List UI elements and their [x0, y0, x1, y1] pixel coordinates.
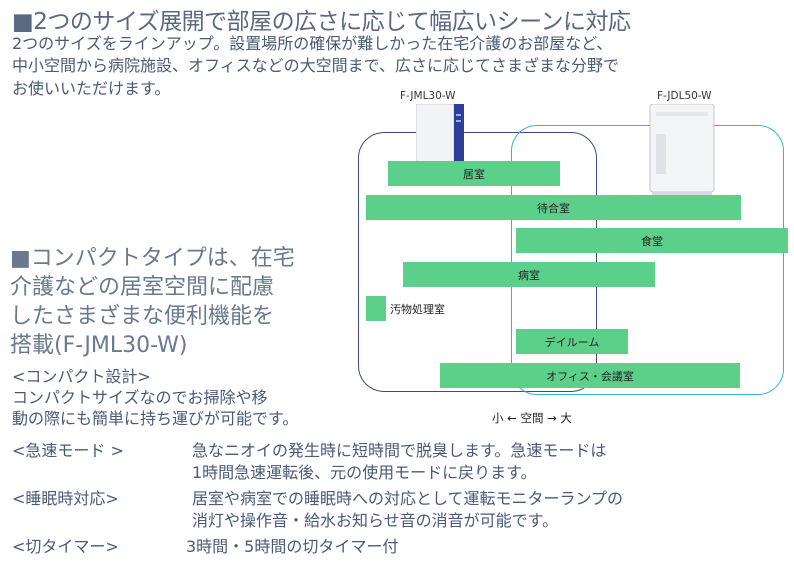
room-bar-cafeteria: 食堂	[516, 228, 788, 253]
room-bar-office-meeting: オフィス・会議室	[440, 363, 740, 388]
intro-line-2: 中小空間から病院施設、オフィスなどの大空間まで、広さに応じてさまざまな分野で	[12, 56, 620, 75]
product-image-large-unit	[648, 103, 718, 196]
feature-desc-sleep-mode-1: 居室や病室での睡眠時への対応として運転モニターランプの	[192, 489, 624, 508]
feature-label-off-timer: <切タイマー>	[12, 537, 119, 556]
space-scale-label: 小 ← 空間 → 大	[492, 411, 572, 425]
section2-heading-line-4: 搭載(F-JML30-W)	[10, 333, 188, 358]
feature-desc-sleep-mode-2: 消灯や操作音・給水お知らせ音の消音が可能です。	[192, 511, 559, 530]
feature-label-sleep-mode: <睡眠時対応>	[12, 489, 119, 508]
room-size-diagram: F-JML30-W F-JDL50-W 居室 待合室 食堂 病室 汚物処理室 デ…	[350, 90, 794, 430]
section2-heading-line-1: ■コンパクトタイプは、在宅	[10, 246, 295, 271]
product-image-small-unit	[415, 103, 466, 172]
feature-desc-rapid-mode-1: 急なニオイの発生時に短時間で脱臭します。急速モードは	[192, 441, 607, 460]
intro-line-1: 2つのサイズをラインアップ。設置場所の確保が難しかった在宅介護のお部屋など、	[12, 34, 613, 53]
intro-line-3: お使いいただけます。	[12, 79, 171, 98]
compact-line-1: コンパクトサイズなのでお掃除や移	[12, 388, 268, 407]
large-model-coverage-outline	[511, 125, 784, 395]
room-bar-living-room: 居室	[388, 161, 560, 186]
section2-heading-line-3: したさまざまな便利機能を	[10, 304, 275, 329]
room-bar-sanitary-room: 汚物処理室	[366, 296, 445, 321]
feature-label-rapid-mode: <急速モード >	[12, 441, 124, 460]
room-label-sanitary-room: 汚物処理室	[390, 302, 445, 316]
compact-title: <コンパクト設計>	[12, 367, 151, 386]
section1-heading: ■2つのサイズ展開で部屋の広さに応じて幅広いシーンに対応	[12, 9, 631, 35]
product-label-large: F-JDL50-W	[657, 90, 712, 102]
room-bar-ward: 病室	[403, 262, 655, 287]
compact-line-2: 動の際にも簡単に持ち運びが可能です。	[12, 409, 299, 428]
room-bar-waiting-room: 待合室	[366, 195, 741, 220]
feature-desc-rapid-mode-2: 1時間急速運転後、元の使用モードに戻ります。	[192, 463, 537, 482]
section2-heading-line-2: 介護などの居室空間に配慮	[10, 275, 275, 300]
feature-desc-off-timer: 3時間・5時間の切タイマー付	[186, 537, 399, 556]
product-label-small: F-JML30-W	[400, 90, 456, 102]
room-bar-day-room: デイルーム	[516, 329, 628, 354]
